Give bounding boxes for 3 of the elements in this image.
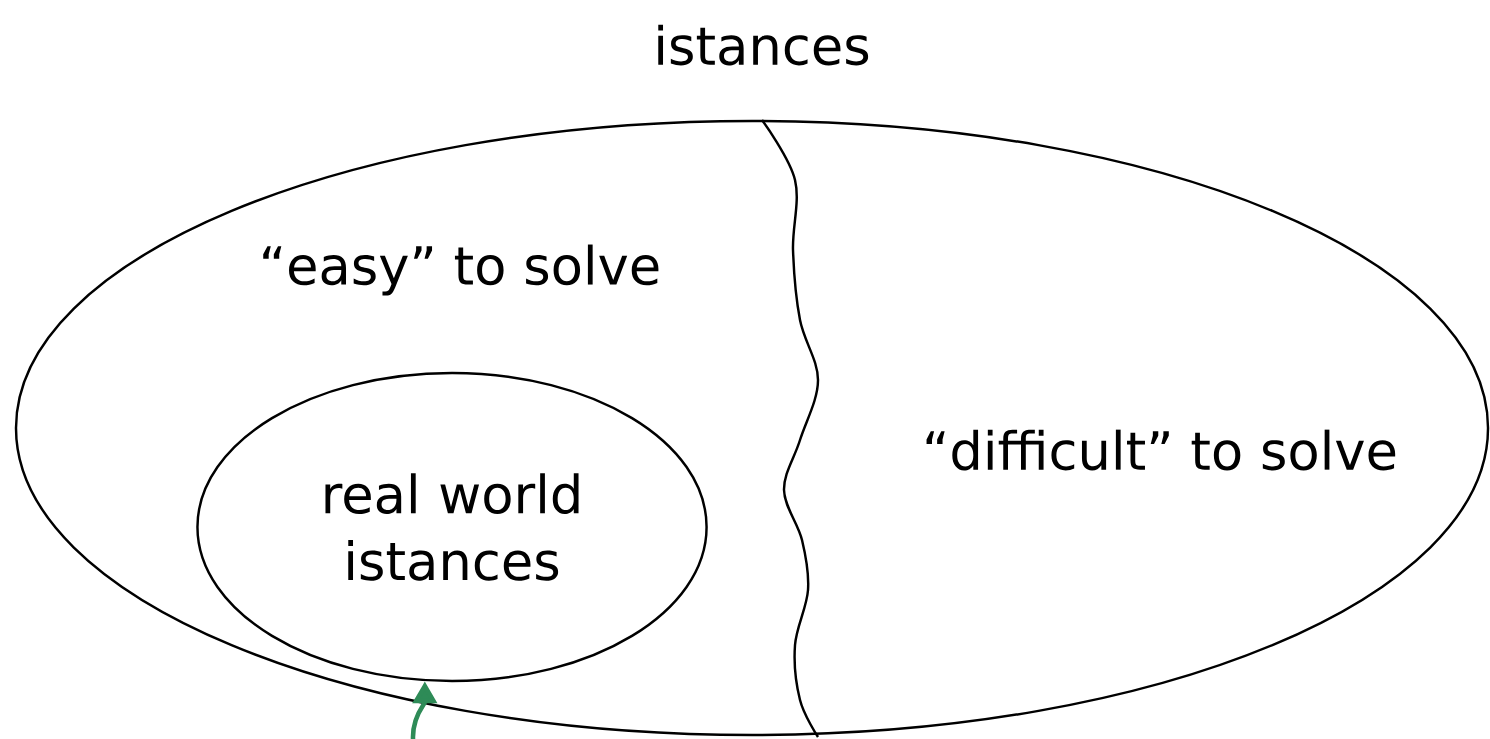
region-label: “easy” to solve <box>263 244 659 296</box>
region-label: “difficult” to solve <box>926 429 1396 471</box>
set-title: istances <box>658 24 869 66</box>
